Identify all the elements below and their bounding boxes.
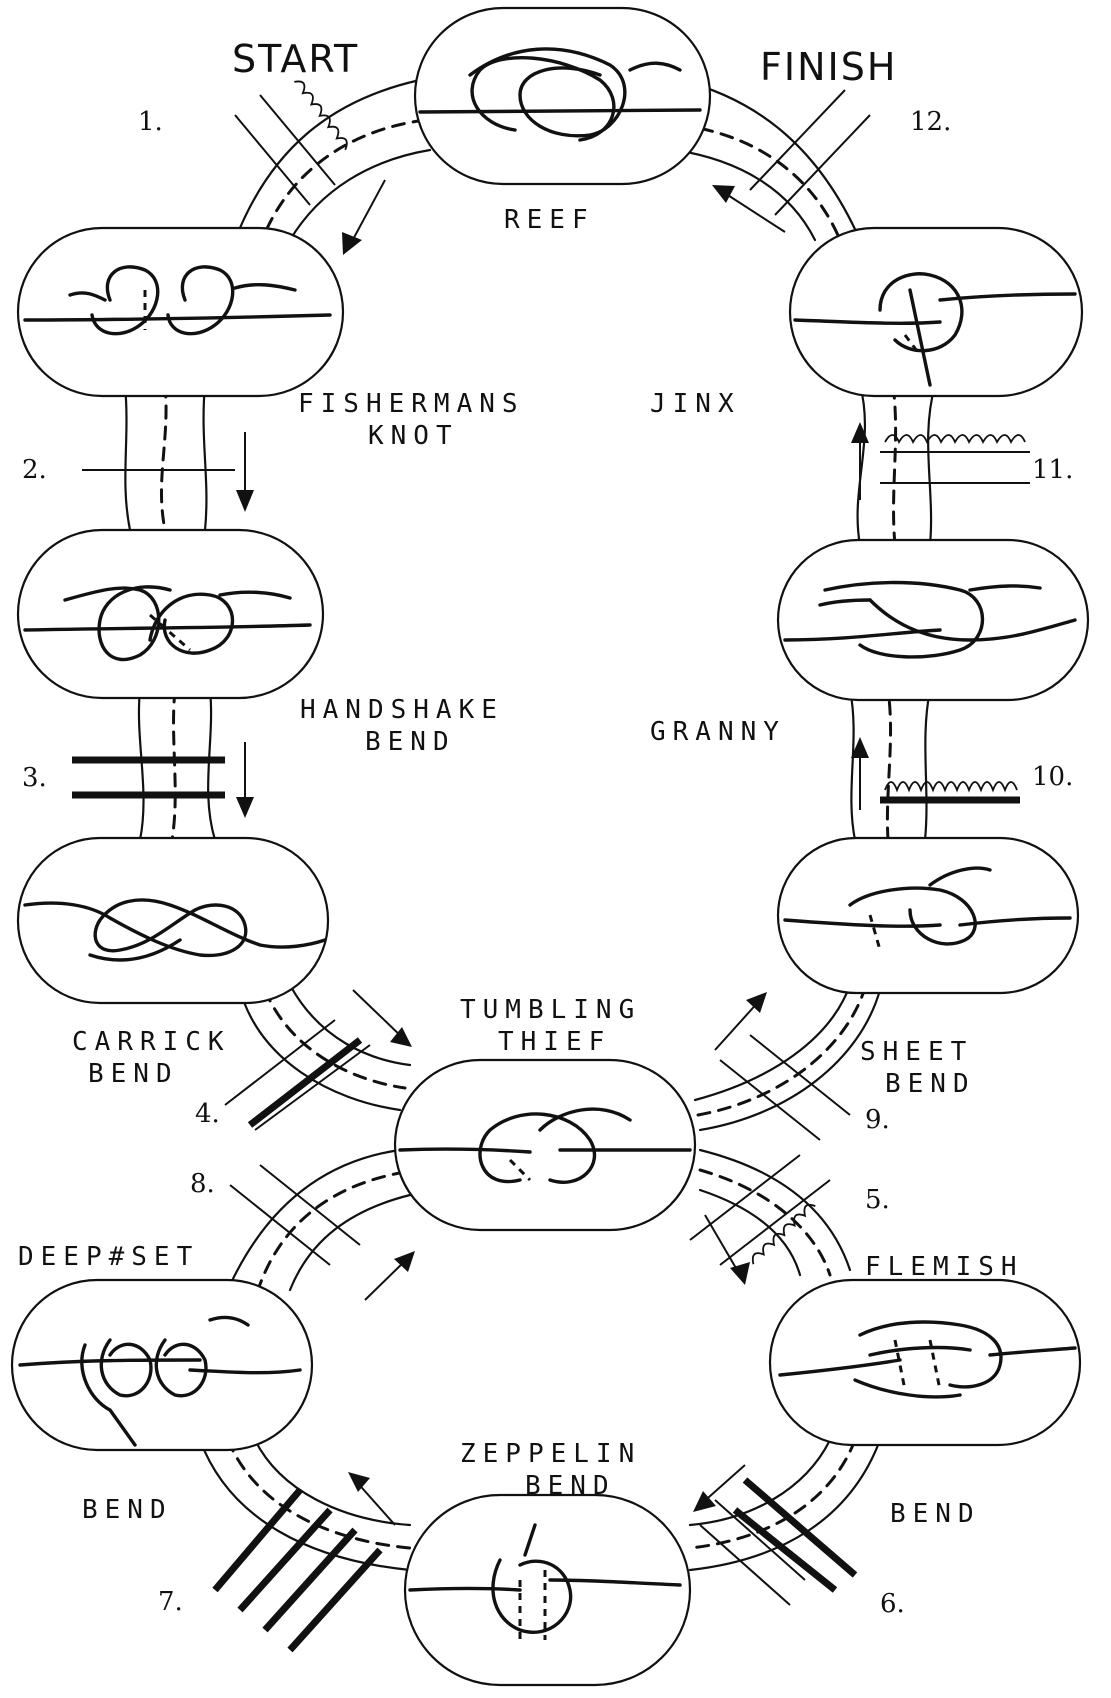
flemish-label-2: BEND — [890, 1499, 981, 1529]
fishermans-label-2: KNOT — [368, 421, 459, 451]
tumbling-label-2: THIEF — [498, 1027, 611, 1057]
knot-carrick — [16, 836, 330, 1005]
deepset-label-1: DEEP#SET — [18, 1242, 199, 1272]
jinx-label: JINX — [650, 389, 741, 419]
carrick-label-1: CARRICK — [72, 1027, 231, 1057]
knot-zeppelin — [403, 1493, 692, 1687]
sheet-label-1: SHEET — [860, 1037, 973, 1067]
granny-label: GRANNY — [650, 717, 786, 747]
knot-granny — [776, 538, 1090, 702]
step-4-number: 4. — [195, 1099, 220, 1129]
step-11-number: 11. — [1032, 455, 1073, 485]
step-7-number: 7. — [158, 1587, 183, 1617]
handshake-label-1: HANDSHAKE — [300, 695, 504, 725]
arrow-5 — [704, 1214, 741, 1276]
step-3-number: 3. — [22, 763, 47, 793]
step-marks — [72, 80, 1030, 1653]
rope-bands — [123, 78, 937, 1572]
zeppelin-label-2: BEND — [525, 1471, 616, 1501]
knot-fishermans — [16, 226, 345, 398]
knot-handshake — [16, 528, 325, 700]
step-8-number: 8. — [190, 1169, 215, 1199]
arrow-9 — [714, 999, 761, 1051]
reef-label: REEF — [504, 205, 595, 235]
step-5-number: 5. — [865, 1185, 890, 1215]
deepset-label-2: BEND — [82, 1495, 173, 1525]
arrow-4 — [352, 989, 406, 1041]
start-label: START — [232, 37, 359, 81]
knot-flemish — [768, 1278, 1082, 1447]
direction-arrows — [236, 179, 869, 1526]
arrow-12 — [719, 189, 786, 233]
finish-label: FINISH — [760, 45, 897, 89]
step-12-number: 12. — [910, 107, 951, 137]
step-10-number: 10. — [1032, 762, 1073, 792]
step-1-number: 1. — [138, 107, 163, 137]
knot-tumbling-thief — [393, 1058, 697, 1232]
step-9-number: 9. — [865, 1105, 890, 1135]
tumbling-label-1: TUMBLING — [460, 995, 641, 1025]
fishermans-label-1: FISHERMANS — [298, 389, 525, 419]
carrick-label-2: BEND — [88, 1059, 179, 1089]
arrow-1 — [349, 179, 386, 246]
zeppelin-label-1: ZEPPELIN — [460, 1439, 641, 1469]
knot-reef — [413, 6, 712, 186]
step-6-number: 6. — [880, 1589, 905, 1619]
step-2-number: 2. — [22, 455, 47, 485]
sheet-label-2: BEND — [885, 1069, 976, 1099]
knot-deepset — [10, 1278, 314, 1452]
knot-sheet — [776, 836, 1080, 995]
handshake-label-2: BEND — [365, 727, 456, 757]
step-1-coil — [294, 80, 348, 151]
knot-jinx — [788, 226, 1084, 398]
flemish-label-1: FLEMISH — [865, 1252, 1024, 1282]
labels: START FINISH REEF FISHERMANS KNOT JINX H… — [18, 37, 1073, 1619]
